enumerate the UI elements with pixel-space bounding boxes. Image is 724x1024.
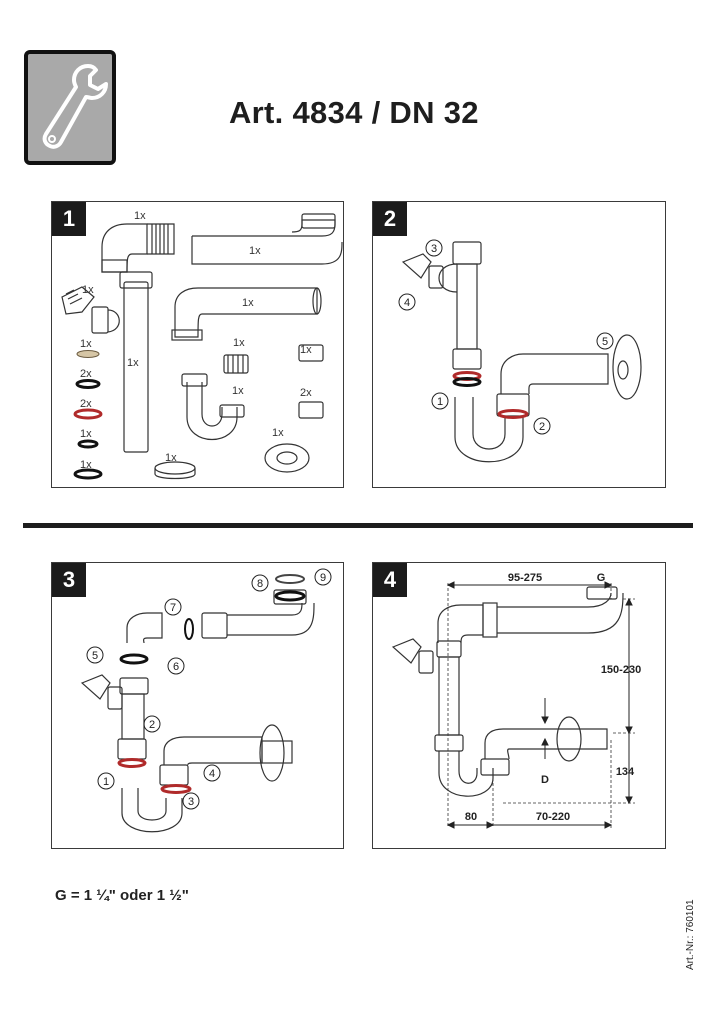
panel-number: 1 xyxy=(52,202,86,236)
step-number: 6 xyxy=(173,661,179,673)
qty-label: 2x xyxy=(80,368,92,380)
qty-label: 1x xyxy=(232,385,244,397)
logo xyxy=(24,50,116,165)
step-number: 8 xyxy=(257,578,263,590)
qty-label: 1x xyxy=(233,337,245,349)
qty-label: 2x xyxy=(300,387,312,399)
step-number: 4 xyxy=(404,297,410,309)
dimension-depth-label: 70-220 xyxy=(536,811,570,823)
qty-label: 1x xyxy=(300,344,312,356)
diameter-label: D xyxy=(541,774,549,786)
qty-label: 1x xyxy=(127,357,139,369)
qty-label: 1x xyxy=(80,428,92,440)
assembly-illustration: 3 4 5 1 2 xyxy=(398,239,642,463)
step-number: 5 xyxy=(92,650,98,662)
qty-label: 1x xyxy=(242,297,254,309)
dimension-drawing: 95-275 G 150-230 134 80 70-220 D xyxy=(391,572,641,829)
qty-label: 1x xyxy=(165,452,177,464)
step-number: 4 xyxy=(209,768,215,780)
step-number: 1 xyxy=(437,396,443,408)
qty-label: 2x xyxy=(80,398,92,410)
step-number: 2 xyxy=(149,719,155,731)
step-number: 7 xyxy=(170,602,176,614)
thread-note: G = 1 ¼" oder 1 ½" xyxy=(55,887,189,904)
step-number: 1 xyxy=(103,776,109,788)
wrench-icon xyxy=(42,64,108,149)
step-number: 3 xyxy=(431,243,437,255)
assembly-illustration: 8 9 7 5 6 2 1 4 3 xyxy=(80,568,332,833)
panel-1-parts: 1 xyxy=(51,201,344,488)
dimension-trap-height-label: 134 xyxy=(616,766,635,778)
panel-4-dimensions: 4 xyxy=(372,562,666,849)
panel-number: 2 xyxy=(373,202,407,236)
step-number: 5 xyxy=(602,336,608,348)
qty-label: 1x xyxy=(272,427,284,439)
parts-illustration: 1x 1x 1x 1x 1x 1x 1x 1x 1x 1x 1x 1x 2x 2… xyxy=(61,210,343,480)
qty-label: 1x xyxy=(134,210,146,222)
qty-label: 1x xyxy=(80,459,92,471)
step-number: 9 xyxy=(320,572,326,584)
panel-number: 4 xyxy=(373,563,407,597)
step-number: 3 xyxy=(188,796,194,808)
page-title: Art. 4834 / DN 32 xyxy=(229,95,479,130)
qty-label: 1x xyxy=(249,245,261,257)
qty-label: 1x xyxy=(82,284,94,296)
qty-label: 1x xyxy=(80,338,92,350)
panel-2-assembly: 2 3 4 5 1 2 xyxy=(372,201,666,488)
thread-label: G xyxy=(597,572,606,584)
dimension-width-label: 95-275 xyxy=(508,572,542,584)
step-number: 2 xyxy=(539,421,545,433)
panel-number: 3 xyxy=(52,563,86,597)
article-number: Art.-Nr.: 760101 xyxy=(685,899,696,970)
panel-3-assembly: 3 8 xyxy=(51,562,344,849)
section-divider xyxy=(23,523,693,528)
dimension-height-label: 150-230 xyxy=(601,664,641,676)
dimension-offset-label: 80 xyxy=(465,811,477,823)
